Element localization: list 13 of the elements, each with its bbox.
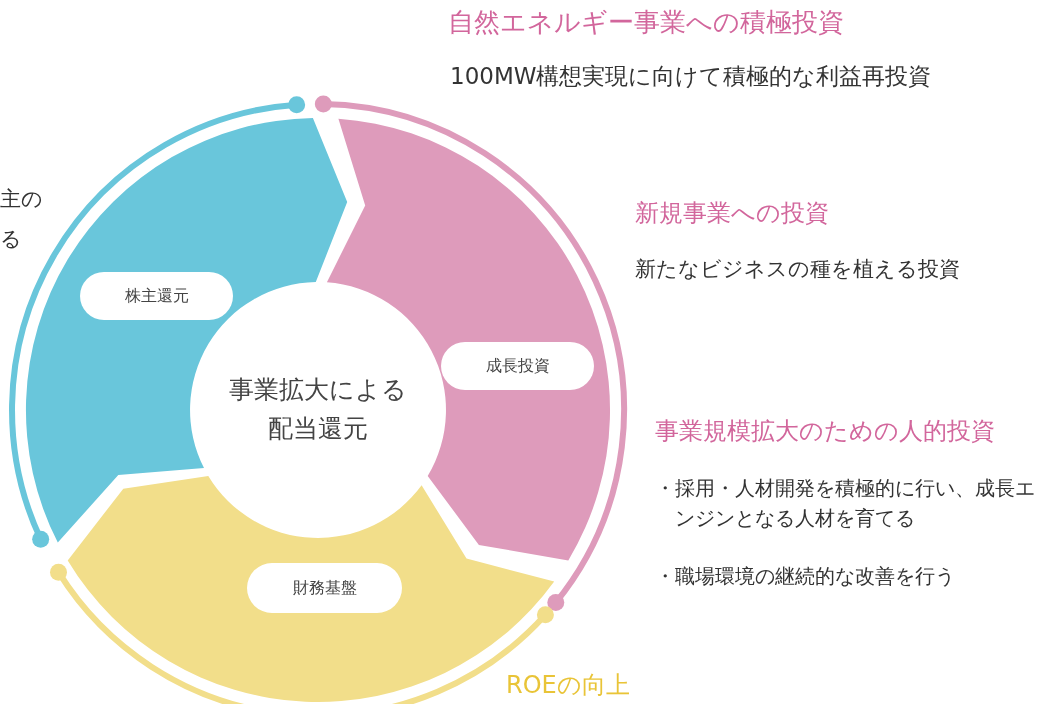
segment-label: 株主還元 (80, 272, 233, 320)
bullet-item: ・職場環境の継続的な改善を行う (655, 564, 955, 590)
segment-label: 成長投資 (441, 342, 594, 390)
side-text: 主の (0, 186, 43, 213)
description-text: 100MW構想実現に向けて積極的な利益再投資 (450, 62, 932, 91)
bullet-item: ・採用・人材開発を積極的に行い、成長エンジンとなる人材を育てる (655, 476, 1036, 533)
section-heading: 事業規模拡大のための人的投資 (655, 416, 995, 447)
description-text: 新たなビジネスの種を植える投資 (635, 256, 960, 283)
segment-label: 財務基盤 (247, 563, 402, 613)
section-heading: 自然エネルギー事業への積極投資 (448, 6, 844, 39)
side-text: る (0, 226, 22, 253)
section-heading: 新規事業への投資 (635, 198, 829, 229)
section-heading: ROEの向上 (506, 670, 630, 701)
